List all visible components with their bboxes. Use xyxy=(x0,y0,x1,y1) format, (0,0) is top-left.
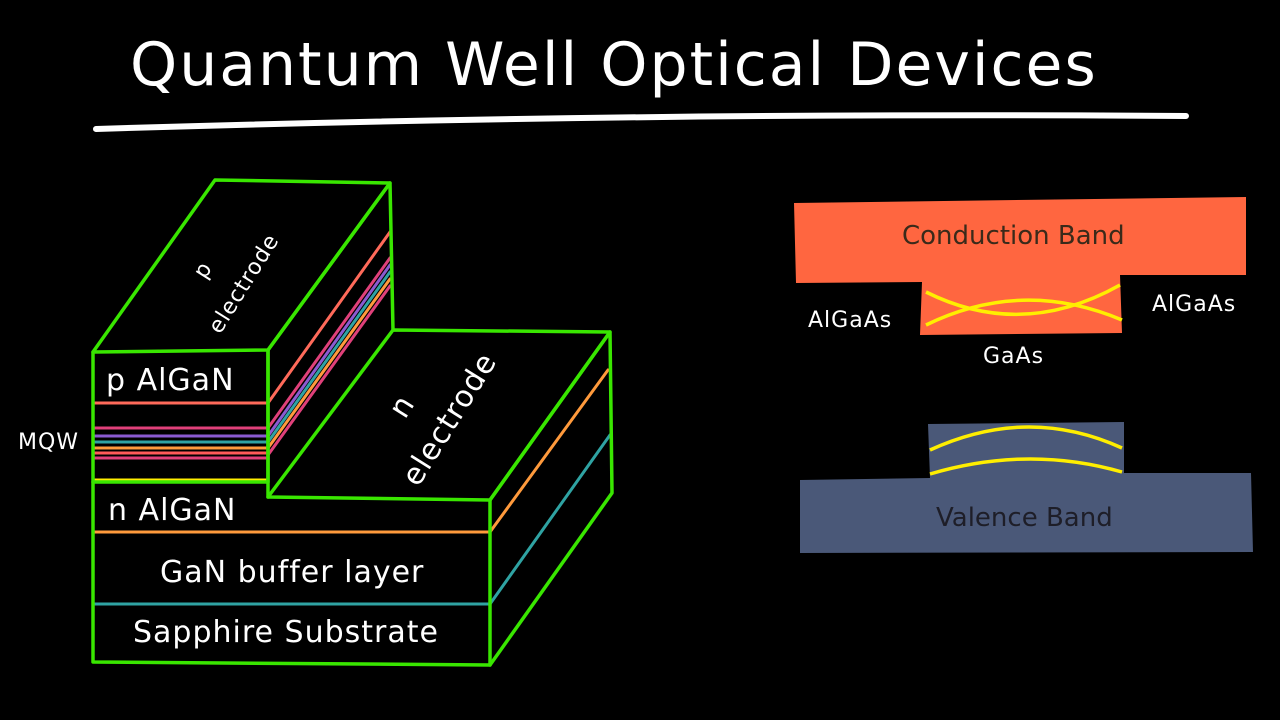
side-substrate-line xyxy=(488,433,612,606)
conduction-wavefunction-1 xyxy=(925,283,1121,317)
valence-band-label: Valence Band xyxy=(936,503,1113,533)
lower-block-front-outline xyxy=(91,480,492,667)
side-line-1 xyxy=(266,230,392,405)
p-electrode-label-2: electrode xyxy=(204,230,285,339)
buffer-label: GaN buffer layer xyxy=(160,555,424,590)
mqw-label: MQW xyxy=(18,430,79,455)
conduction-wavefunction-2 xyxy=(925,298,1123,327)
n-electrode-label-1: n xyxy=(382,389,422,425)
well-label: GaAs xyxy=(983,344,1044,369)
band-diagram: Conduction Band Valence Band AlGaAs AlGa… xyxy=(794,197,1253,553)
valence-wavefunction-1 xyxy=(929,425,1123,452)
side-line-4 xyxy=(266,270,392,444)
substrate-label: Sapphire Substrate xyxy=(133,615,439,650)
p-mesa-side-outline xyxy=(266,181,395,352)
lower-block-side-outline xyxy=(488,330,614,667)
p-algan-label: p AlGaN xyxy=(106,363,235,398)
page-title: Quantum Well Optical Devices xyxy=(130,30,1098,100)
barrier-right-label: AlGaAs xyxy=(1152,292,1236,317)
conduction-band xyxy=(794,197,1246,335)
p-electrode-label-1: p xyxy=(189,257,218,283)
side-line-6 xyxy=(266,284,392,457)
conduction-band-label: Conduction Band xyxy=(902,221,1125,251)
n-algan-label: n AlGaN xyxy=(108,493,236,528)
side-line-2 xyxy=(266,256,392,430)
barrier-left-label: AlGaAs xyxy=(808,308,892,333)
side-line-3 xyxy=(266,263,392,438)
valence-wavefunction-2 xyxy=(929,457,1123,476)
side-line-5 xyxy=(266,277,392,450)
valence-band xyxy=(800,422,1253,553)
device-structure: p electrode n electrode p AlGaN MQW n Al… xyxy=(18,178,614,667)
side-buffer-line xyxy=(488,368,610,534)
title-underline xyxy=(93,112,1189,132)
